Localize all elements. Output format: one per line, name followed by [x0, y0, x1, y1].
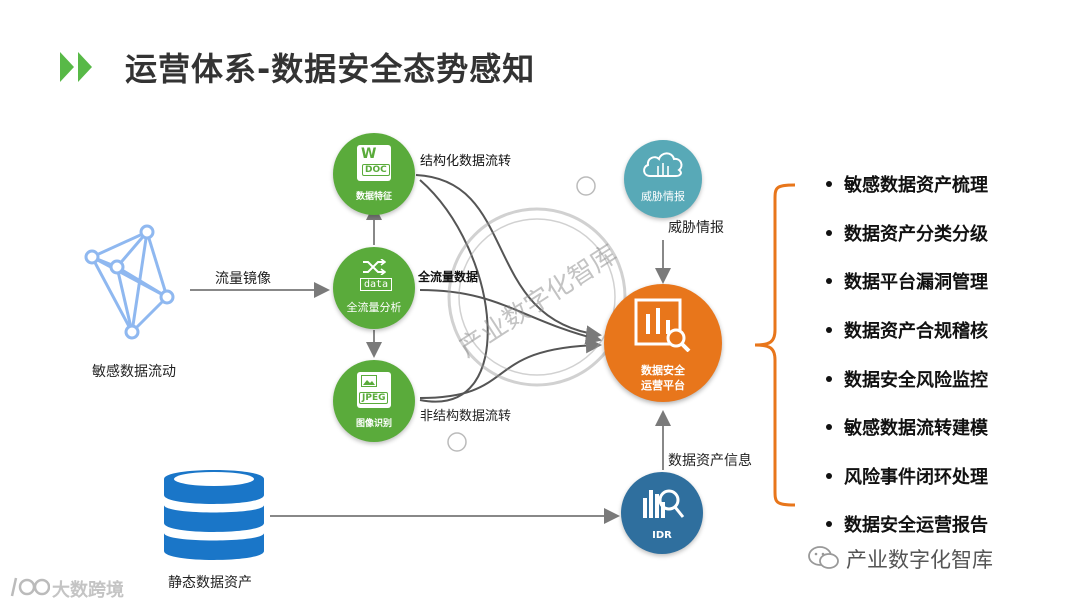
- capability-label: 数据安全风险监控: [844, 369, 988, 391]
- center-watermark: 产业数字化智库: [445, 205, 630, 390]
- capability-label: 数据平台漏洞管理: [844, 272, 988, 294]
- asset-info-label: 数据资产信息: [668, 453, 752, 469]
- static-assets-label: 静态数据资产: [168, 575, 252, 591]
- platform-caption-1: 数据安全: [641, 364, 685, 377]
- threat-caption: 威胁情报: [641, 190, 685, 203]
- doc-caption: 数据特征: [355, 192, 392, 202]
- network-icon: [82, 222, 182, 346]
- doc-node: W DOC 数据特征: [333, 133, 415, 215]
- bullet-icon: [826, 229, 832, 236]
- bullet-icon: [826, 327, 832, 334]
- capability-label: 数据资产分类分级: [844, 223, 988, 245]
- idr-node: IDR: [621, 472, 703, 554]
- capability-item: 敏感数据流转建模: [826, 403, 988, 452]
- doc-icon: W DOC: [357, 145, 391, 181]
- bullet-icon: [826, 375, 832, 382]
- database-icon: [160, 465, 268, 571]
- image-file-icon: JPEG: [357, 372, 391, 408]
- platform-caption-2: 运营平台: [641, 379, 685, 392]
- analysis-caption: 全流量分析: [346, 301, 402, 314]
- jpeg-node: JPEG 图像识别: [333, 360, 415, 442]
- bottom-logo-text: 大数跨境: [52, 580, 124, 601]
- idr-chart-icon: [641, 484, 685, 524]
- title-arrow-icon: [60, 52, 100, 86]
- capability-label: 风险事件闭环处理: [844, 466, 988, 488]
- capability-item: 数据资产合规稽核: [826, 306, 988, 355]
- bullet-icon: [826, 424, 832, 431]
- source-flow-label: 敏感数据流动: [92, 364, 176, 380]
- wechat-icon: [808, 545, 840, 575]
- capability-item: 数据平台漏洞管理: [826, 257, 988, 306]
- cloud-icon: [640, 148, 686, 184]
- threat-label: 威胁情报: [668, 220, 724, 236]
- shuffle-icon: [362, 258, 387, 279]
- jpeg-icon-text: JPEG: [359, 392, 389, 404]
- bullet-icon: [826, 521, 832, 528]
- capability-item: 数据安全运营报告: [826, 500, 988, 549]
- threat-node: 威胁情报: [624, 140, 702, 218]
- capability-item: 数据资产分类分级: [826, 209, 988, 258]
- dashboard-icon: [634, 298, 692, 356]
- wechat-watermark-text: 产业数字化智库: [846, 548, 993, 572]
- bullet-icon: [826, 472, 832, 479]
- capability-label: 数据安全运营报告: [844, 515, 988, 537]
- capability-item: 数据安全风险监控: [826, 354, 988, 403]
- capability-list: 敏感数据资产梳理数据资产分类分级数据平台漏洞管理数据资产合规稽核数据安全风险监控…: [826, 160, 988, 549]
- bullet-icon: [826, 278, 832, 285]
- idr-caption: IDR: [652, 530, 672, 541]
- jpeg-caption: 图像识别: [355, 419, 392, 429]
- platform-node: 数据安全 运营平台: [604, 284, 722, 402]
- capability-label: 敏感数据资产梳理: [844, 175, 988, 197]
- analysis-icon-text: data: [360, 278, 393, 291]
- capability-item: 风险事件闭环处理: [826, 452, 988, 501]
- page-title: 运营体系-数据安全态势感知: [125, 50, 536, 88]
- capability-label: 敏感数据流转建模: [844, 418, 988, 440]
- doc-icon-text: DOC: [362, 164, 390, 176]
- capability-label: 数据资产合规稽核: [844, 321, 988, 343]
- doc-icon-w: W: [361, 146, 377, 162]
- capability-item: 敏感数据资产梳理: [826, 160, 988, 209]
- bottom-logo-icon: [10, 574, 51, 604]
- structured-flow-label: 结构化数据流转: [420, 154, 512, 169]
- full-flow-label: 全流量数据: [418, 270, 479, 284]
- unstructured-flow-label: 非结构数据流转: [420, 409, 512, 424]
- mirror-label: 流量镜像: [215, 271, 271, 287]
- analysis-node: data 全流量分析: [333, 247, 415, 329]
- bullet-icon: [826, 181, 832, 188]
